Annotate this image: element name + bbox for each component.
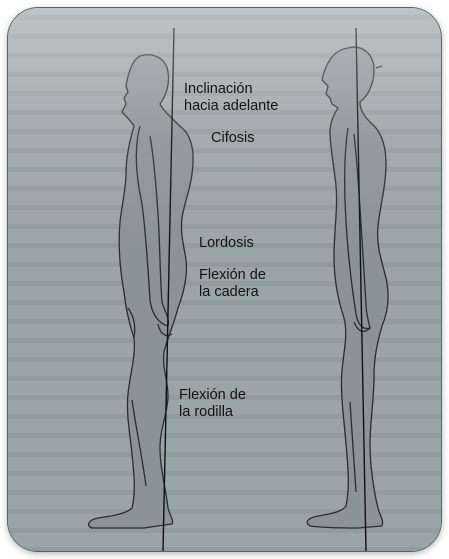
illustration-card: Inclinación hacia adelante Cifosis Lordo…: [8, 8, 441, 551]
label-kyphosis: Cifosis: [211, 130, 255, 146]
label-hip-flexion-line2: la cadera: [199, 284, 259, 300]
label-forward-lean-line2: hacia adelante: [184, 98, 278, 114]
figure-good-posture: [307, 47, 388, 528]
label-forward-lean-line1: Inclinación: [184, 81, 253, 97]
figure-poor-posture: [89, 55, 193, 528]
label-knee-flexion-line2: la rodilla: [179, 404, 233, 420]
label-lordosis: Lordosis: [199, 235, 254, 251]
label-knee-flexion-line1: Flexión de: [179, 387, 246, 403]
label-hip-flexion-line1: Flexión de: [199, 267, 266, 283]
